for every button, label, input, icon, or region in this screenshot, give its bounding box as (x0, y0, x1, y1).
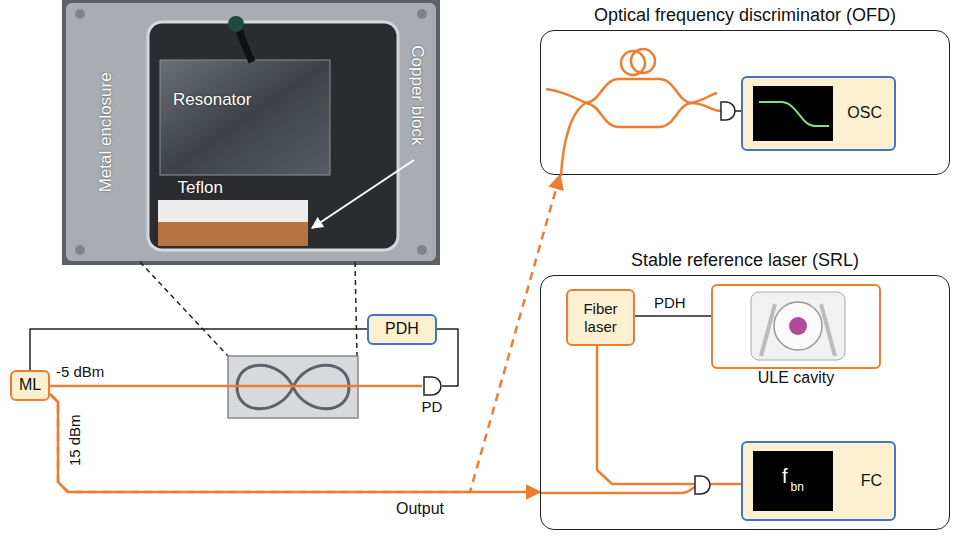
node-label: Fiber laser (572, 300, 629, 335)
photodetector-symbol (422, 376, 442, 396)
node-label: PDH (385, 320, 419, 338)
cavity-spacer (774, 302, 822, 350)
power-label: 15 dBm (67, 414, 84, 466)
oscilloscope-screen (753, 86, 833, 141)
edge-label: -5 dBm (54, 364, 106, 381)
screen (753, 451, 833, 511)
photo-background (62, 0, 440, 265)
fiber-link (50, 385, 422, 388)
fiber-tail (546, 89, 586, 103)
opening-rim (148, 22, 398, 250)
zoom-lines (140, 262, 357, 356)
screw (75, 9, 85, 19)
node-label: ML (19, 376, 41, 394)
screw (417, 9, 427, 19)
fiber-loop (631, 49, 655, 73)
fc-box: FC (741, 441, 896, 521)
port-label: Output (396, 500, 444, 518)
node-label: PD (422, 398, 443, 415)
input-fiber (541, 485, 699, 493)
electrical-link (437, 329, 458, 386)
screw (75, 245, 85, 255)
leader-arrow (312, 160, 414, 228)
srl-panel: Stable reference laser (SRL)Fiber laser … (540, 275, 950, 530)
panel-heading: Stable reference laser (SRL) (541, 250, 949, 271)
output-fiber (691, 103, 721, 111)
teflon-block (158, 200, 308, 222)
fiber-tail (691, 93, 717, 103)
osc-box: OSC (741, 76, 896, 151)
screw (417, 245, 427, 255)
enclosure-opening (148, 22, 398, 250)
pdh-box: PDH (367, 314, 437, 345)
zoom-line (355, 262, 357, 356)
cavity-mount (751, 292, 845, 360)
trace (759, 102, 829, 126)
ule-cavity-box: ULE cavity (711, 284, 881, 369)
dashed-fiber-link (50, 175, 560, 492)
screen-subscript: bn (791, 481, 804, 494)
edge-label: PDH (652, 295, 688, 312)
part-name: Teflon (178, 179, 223, 198)
enclosure-photo (62, 0, 440, 265)
detector-shape (424, 377, 441, 395)
ml-box: ML (10, 370, 50, 401)
photodetector: PD (422, 376, 442, 396)
node-label: OSC (847, 104, 882, 122)
node-label: ULE cavity (758, 369, 834, 387)
metal-enclosure (66, 3, 436, 261)
fiber-connector (228, 16, 244, 32)
lower-arm (586, 103, 691, 127)
screen (753, 86, 833, 141)
resonator-chip-photo (160, 60, 330, 175)
part-name: Copper block (408, 45, 427, 145)
ule-cavity-picture (713, 286, 878, 366)
panel-heading: Optical frequency discriminator (OFD) (541, 5, 949, 26)
node-label: FC (861, 472, 882, 490)
photodetector-symbol (695, 476, 710, 494)
fiber-laser-box: Fiber laser (566, 289, 635, 346)
input-fiber (561, 103, 586, 176)
ofd-panel: Optical frequency discriminator (OFD) OS… (540, 30, 950, 175)
cavity-mirror (789, 317, 807, 335)
upper-arm (586, 79, 691, 103)
screen-symbol: f (782, 465, 788, 487)
fiber-link (50, 394, 540, 492)
photodetector-symbol (721, 102, 735, 120)
electrical-link (635, 315, 711, 317)
part-name: Resonator (173, 91, 251, 110)
copper-block (158, 222, 308, 246)
zoom-line (140, 262, 228, 356)
part-name: Metal enclosure (97, 72, 116, 192)
